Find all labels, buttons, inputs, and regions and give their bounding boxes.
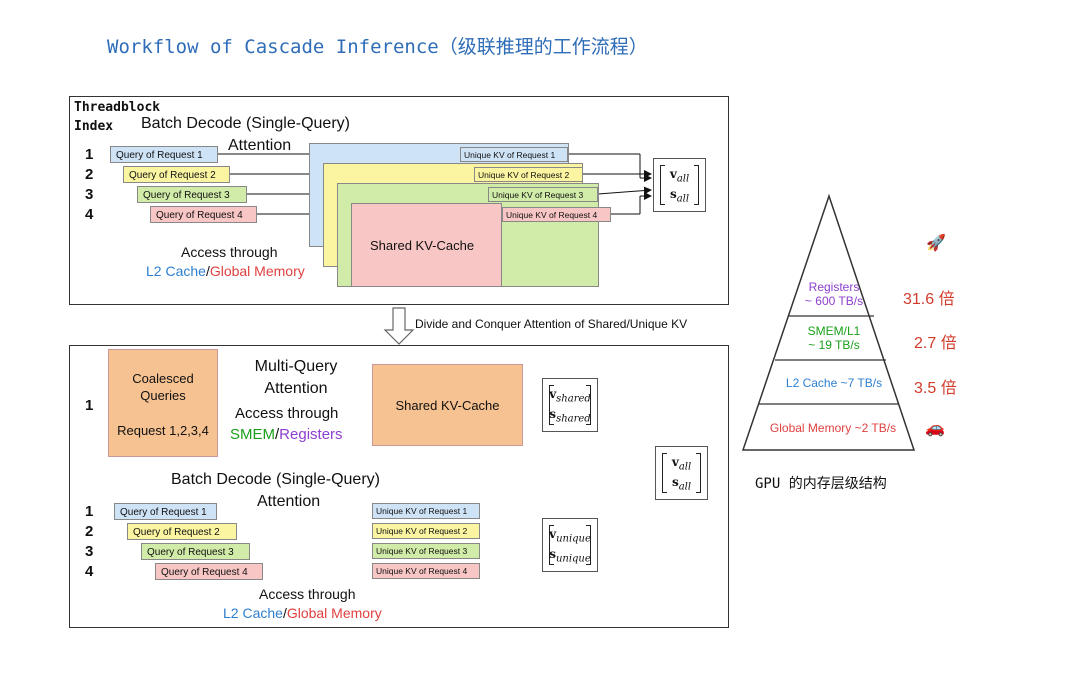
slash-text: / <box>282 605 287 621</box>
bottom-row-number: 3 <box>85 543 94 560</box>
top-access-through: Access through <box>181 244 278 260</box>
shared-sub: shared <box>556 413 591 425</box>
index-label: Index <box>74 119 114 134</box>
out-sub: all <box>678 461 692 473</box>
query-box: Query of Request 3 <box>137 186 247 203</box>
out-s: s <box>671 475 679 489</box>
request-list-label: Request 1,2,3,4 <box>117 423 209 438</box>
out-sub: all <box>676 173 690 185</box>
shared-s: s <box>549 407 557 421</box>
shared-sub: shared <box>556 393 591 405</box>
smem-bw: ~ 19 TB/s <box>808 338 860 352</box>
multiplier-registers: 31.6 倍 <box>903 291 955 308</box>
unique-kv-box: Unique KV of Request 3 <box>488 187 598 202</box>
pyramid-caption: GPU 的内存层级结构 <box>755 476 887 492</box>
top-row-number: 1 <box>85 146 94 163</box>
coalesced-label: Coalesced Queries <box>132 371 194 403</box>
coalesced-queries-box: Coalesced Queries Request 1,2,3,4 <box>108 349 218 457</box>
unique-kv-box: Unique KV of Request 4 <box>502 207 611 222</box>
bottom-row-number: 1 <box>85 503 94 520</box>
registers-label: Registers <box>808 280 860 294</box>
page-title: Workflow of Cascade Inference（级联推理的工作流程） <box>107 36 648 58</box>
shared-kv-block <box>351 203 502 287</box>
l2-cache-text: L2 Cache <box>223 605 283 621</box>
smem-text: SMEM <box>230 426 275 443</box>
divide-conquer-label: Divide and Conquer Attention of Shared/U… <box>415 317 688 331</box>
unique-kv-box: Unique KV of Request 4 <box>372 563 480 579</box>
out-s: s <box>669 187 677 201</box>
pyramid-l2: L2 Cache ~7 TB/s <box>785 376 883 390</box>
rocket-icon: 🚀 <box>926 235 946 252</box>
unique-vector: vunique sunique <box>542 518 598 572</box>
top-memory-label: L2 Cache/Global Memory <box>146 263 305 279</box>
multiplier-l2: 3.5 倍 <box>914 380 957 397</box>
out-v: v <box>671 455 679 469</box>
query-box: Query of Request 1 <box>114 503 217 520</box>
pyramid-global: Global Memory ~2 TB/s <box>769 421 897 435</box>
bottom-memory-label: L2 Cache/Global Memory <box>223 605 382 621</box>
unique-v: v <box>549 527 557 541</box>
bottom-access-through-2: Access through <box>259 586 356 602</box>
registers-text: Registers <box>279 426 343 443</box>
slash-text: / <box>275 426 280 443</box>
slash-text: / <box>205 263 210 279</box>
shared-kv-label: Shared KV-Cache <box>370 238 475 253</box>
query-box: Query of Request 4 <box>150 206 257 223</box>
top-row-number: 4 <box>85 206 94 223</box>
pyramid-registers: Registers ~ 600 TB/s <box>779 280 889 308</box>
bottom-row1-number: 1 <box>85 397 94 414</box>
bottom-row-number: 4 <box>85 563 94 580</box>
bottom-batch-decode-label: Batch Decode (Single-Query) <box>171 471 380 488</box>
registers-bw: ~ 600 TB/s <box>804 294 864 308</box>
bottom-output-vector: vall sall <box>655 446 708 500</box>
unique-kv-box: Unique KV of Request 2 <box>372 523 480 539</box>
bottom-access-through: Access through <box>235 405 339 422</box>
query-box: Query of Request 1 <box>110 146 218 163</box>
out-sub: all <box>676 193 690 205</box>
bottom-attention-label: Attention <box>257 493 321 510</box>
l2-cache-text: L2 Cache <box>146 263 206 279</box>
query-box: Query of Request 3 <box>141 543 250 560</box>
unique-kv-box: Unique KV of Request 2 <box>474 167 583 182</box>
top-row-number: 3 <box>85 186 94 203</box>
query-box: Query of Request 2 <box>123 166 230 183</box>
query-box: Query of Request 4 <box>155 563 263 580</box>
bottom-row-number: 2 <box>85 523 94 540</box>
unique-sub: unique <box>555 553 591 565</box>
shared-v: v <box>549 387 557 401</box>
unique-kv-box: Unique KV of Request 3 <box>372 543 480 559</box>
shared-vector: vshared sshared <box>542 378 598 432</box>
out-sub: all <box>678 481 692 493</box>
query-box: Query of Request 2 <box>127 523 237 540</box>
smem-registers-label: SMEM/Registers <box>230 426 343 443</box>
unique-kv-box: Unique KV of Request 1 <box>372 503 480 519</box>
multi-query-attention-label: Multi-Query Attention <box>254 358 338 397</box>
unique-s: s <box>549 547 556 561</box>
threadblock-label: Threadblock <box>74 100 161 115</box>
bottom-shared-kv-box: Shared KV-Cache <box>372 364 523 446</box>
global-memory-text: Global Memory <box>286 605 382 621</box>
smem-label: SMEM/L1 <box>807 324 861 338</box>
top-batch-decode-label: Batch Decode (Single-Query) <box>141 115 350 132</box>
top-output-vector: vall sall <box>653 158 706 212</box>
out-v: v <box>669 167 677 181</box>
top-row-number: 2 <box>85 166 94 183</box>
unique-kv-box: Unique KV of Request 1 <box>460 147 568 162</box>
top-attention-label: Attention <box>228 137 292 154</box>
car-icon: 🚗 <box>925 420 945 437</box>
global-memory-text: Global Memory <box>209 263 305 279</box>
unique-sub: unique <box>556 533 591 545</box>
multiplier-smem: 2.7 倍 <box>914 335 957 352</box>
pyramid-smem: SMEM/L1 ~ 19 TB/s <box>779 324 889 352</box>
